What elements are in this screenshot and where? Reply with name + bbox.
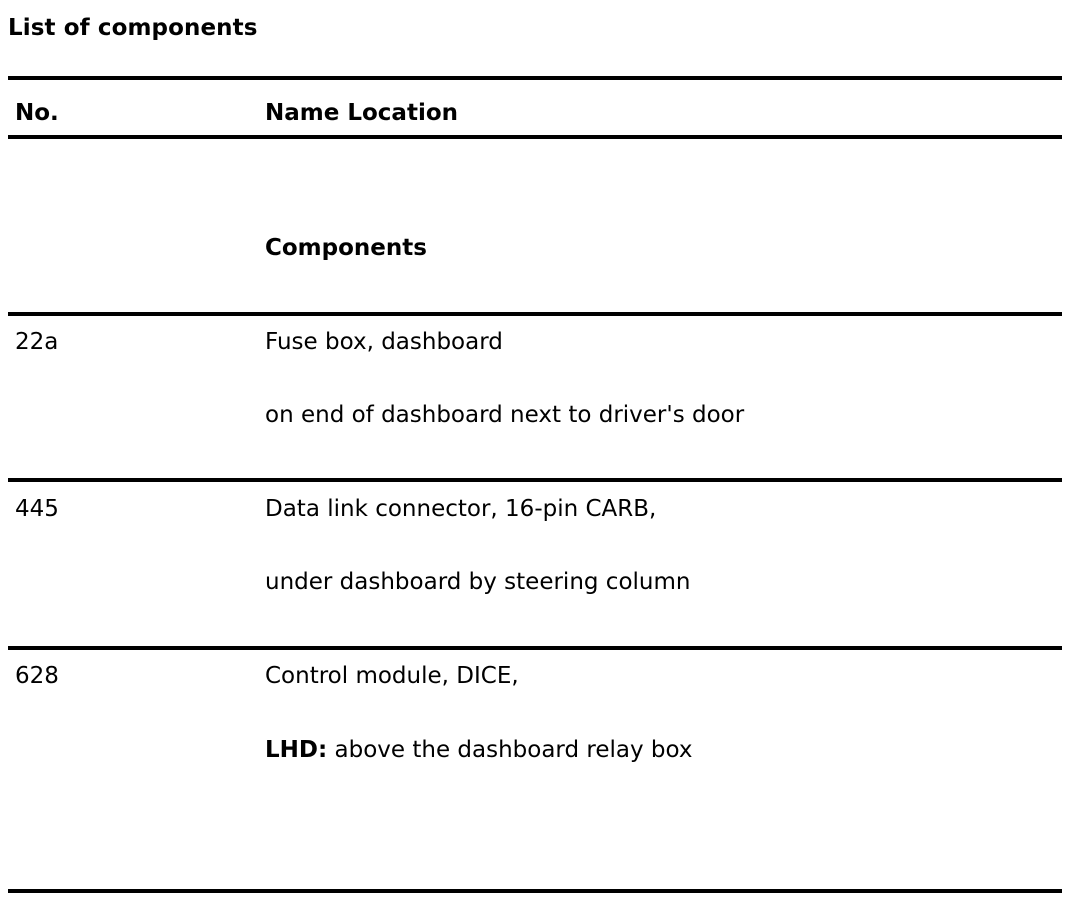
table-row-name: Fuse box, dashboard xyxy=(265,329,503,355)
table-row-location-rest: above the dashboard relay box xyxy=(327,737,693,763)
table-bottom-rule xyxy=(8,889,1062,893)
page-title: List of components xyxy=(8,15,258,41)
row-separator-rule-3 xyxy=(8,646,1062,650)
table-row-number: 22a xyxy=(15,329,59,355)
table-top-rule xyxy=(8,76,1062,80)
row-separator-rule-1 xyxy=(8,312,1062,316)
table-header-rule xyxy=(8,135,1062,139)
table-row-name: Data link connector, 16-pin CARB, xyxy=(265,496,657,522)
table-row-location: LHD: above the dashboard relay box xyxy=(265,734,692,766)
section-header-components: Components xyxy=(265,235,427,261)
table-row-location: on end of dashboard next to driver's doo… xyxy=(265,402,745,428)
table-row-number: 445 xyxy=(15,496,59,522)
row-separator-rule-2 xyxy=(8,478,1062,482)
column-header-name-location: Name Location xyxy=(265,100,459,126)
column-header-no: No. xyxy=(15,100,59,126)
table-row-location: under dashboard by steering column xyxy=(265,569,691,595)
table-row-number: 628 xyxy=(15,663,59,689)
table-row-name: Control module, DICE, xyxy=(265,663,519,689)
table-row-location-prefix: LHD: xyxy=(265,737,328,763)
